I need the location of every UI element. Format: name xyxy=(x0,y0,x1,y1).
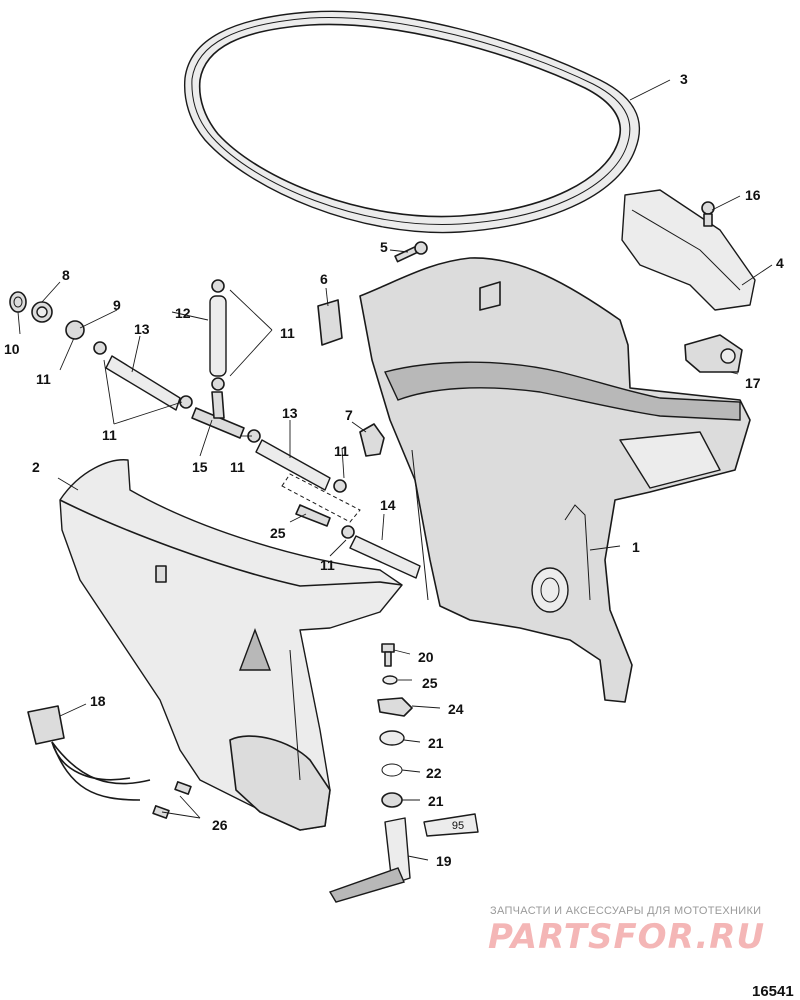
watermark-logo: PARTSFOR.RU xyxy=(488,917,765,957)
leader-lines xyxy=(17,79,773,861)
callout-5: 5 xyxy=(380,239,388,255)
lever-19-part xyxy=(328,817,411,903)
callout-labels: 3 16 5 4 6 7 8 10 9 1 2 12 13 13 14 15 1… xyxy=(4,71,784,869)
callout-11-f: 11 xyxy=(320,557,335,573)
callout-10: 10 xyxy=(4,341,20,357)
bolt-20-part xyxy=(381,643,395,667)
figure-id: 16541 xyxy=(752,983,794,1000)
callout-15: 15 xyxy=(192,459,208,475)
callout-11-d: 11 xyxy=(230,459,245,475)
tube-label: 95 xyxy=(452,820,464,832)
callout-25: 25 xyxy=(270,525,286,541)
clip-6-part xyxy=(317,299,343,346)
hose-13-lower-part xyxy=(247,429,347,493)
bushing-21-upper-part xyxy=(379,730,405,746)
callout-14: 14 xyxy=(380,497,396,513)
washer-24-part xyxy=(382,675,398,685)
hose-13-upper-part xyxy=(93,341,193,411)
callout-23: 24 xyxy=(448,701,464,717)
bolt-16-part xyxy=(701,201,715,227)
watermark-caption: ЗАПЧАСТИ И АКСЕССУАРЫ ДЛЯ МОТОТЕХНИКИ xyxy=(490,905,761,917)
callout-21-upper: 21 xyxy=(428,735,444,751)
grommet-9-part xyxy=(65,320,85,340)
connector-25-part xyxy=(281,473,361,527)
callout-20: 20 xyxy=(418,649,434,665)
callout-17: 17 xyxy=(745,375,761,391)
callout-24: 25 xyxy=(422,675,438,691)
grease-tube-part: 95 xyxy=(423,813,479,837)
callout-13-lower: 13 xyxy=(282,405,298,421)
bushing-21-lower-part xyxy=(381,792,403,808)
callout-3: 3 xyxy=(680,71,688,87)
callout-11-c: 11 xyxy=(102,427,117,443)
callout-11-a: 11 xyxy=(280,325,295,341)
callout-22: 22 xyxy=(426,765,442,781)
bolt-5-part xyxy=(394,241,428,263)
callout-7: 7 xyxy=(345,407,353,423)
grommet-8-part xyxy=(31,301,53,323)
tee-fitting-15-part xyxy=(191,391,245,439)
rear-housing-part xyxy=(359,257,751,703)
bracket-part xyxy=(621,189,756,311)
seal-ring-part xyxy=(183,10,641,234)
callout-2: 2 xyxy=(32,459,40,475)
latch-part xyxy=(684,334,743,373)
callout-21-lower: 21 xyxy=(428,793,444,809)
callout-6: 6 xyxy=(320,271,328,287)
lever-23-part xyxy=(377,697,413,717)
callout-26: 26 xyxy=(212,817,228,833)
callout-16: 16 xyxy=(745,187,761,203)
harness-18-part xyxy=(27,705,151,801)
callout-11-b: 11 xyxy=(36,371,51,387)
callout-13-upper: 13 xyxy=(134,321,150,337)
lower-front-housing-part xyxy=(59,459,403,831)
washer-22-part xyxy=(381,763,403,777)
clip-7-part xyxy=(359,423,385,457)
hose-12-part xyxy=(209,279,227,391)
callout-19: 19 xyxy=(436,853,452,869)
hose-14-part xyxy=(341,525,421,579)
grommet-10-part xyxy=(9,291,27,313)
callout-11-e: 11 xyxy=(334,443,349,459)
callout-9: 9 xyxy=(113,297,121,313)
callout-18: 18 xyxy=(90,693,106,709)
callout-1: 1 xyxy=(632,539,640,555)
callout-4: 4 xyxy=(776,255,784,271)
watermark: ЗАПЧАСТИ И АКСЕССУАРЫ ДЛЯ МОТОТЕХНИКИ PA… xyxy=(488,905,765,957)
connectors-26-part xyxy=(152,781,192,819)
callout-8: 8 xyxy=(62,267,70,283)
callout-12: 12 xyxy=(175,305,191,321)
